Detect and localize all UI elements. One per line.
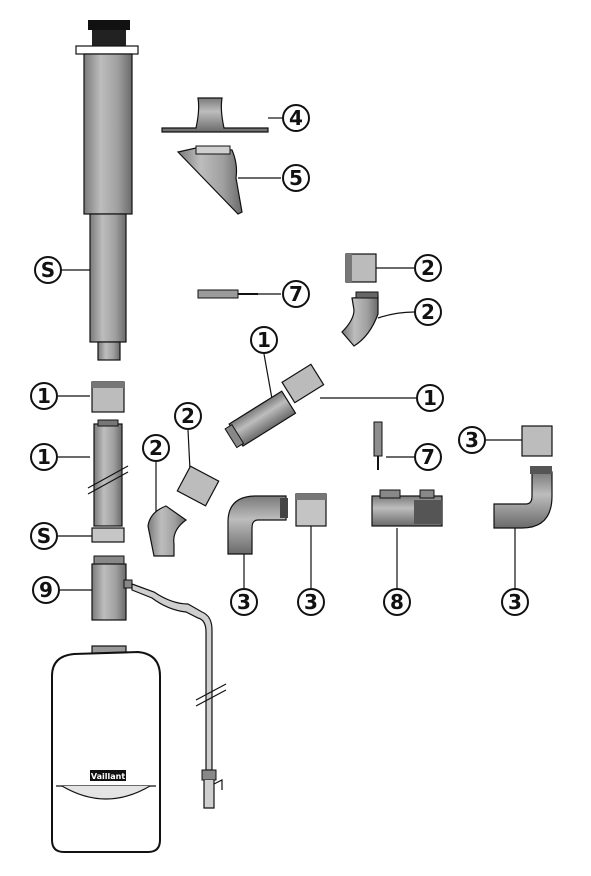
clamp-rod-top (197, 289, 258, 299)
callout-circle (282, 104, 310, 132)
callout-circle (458, 426, 486, 454)
boiler-casing (51, 650, 161, 853)
callout-label: 1 (423, 386, 437, 410)
extension-sleeve-3-right (521, 425, 553, 457)
callout-circle (414, 298, 442, 326)
callout-label: 3 (465, 428, 479, 452)
callout-circle (30, 522, 58, 550)
callout-label: 3 (508, 590, 522, 614)
callout-circle (414, 443, 442, 471)
brand-label: Vaillant (91, 772, 125, 781)
callout-label: 3 (237, 590, 251, 614)
extension-sleeve-1-short (91, 381, 125, 413)
callout-circle (34, 256, 62, 284)
terminal-outer-pipe (83, 53, 133, 215)
callout-circle (250, 326, 278, 354)
leader-line-2-elbow (377, 311, 415, 319)
callout-circle (32, 576, 60, 604)
callout-label: 4 (289, 106, 303, 130)
callout-c1b: 1 (416, 384, 444, 412)
elbow-45-top (341, 291, 379, 347)
callout-circle (297, 588, 325, 616)
callout-circle (142, 434, 170, 462)
leader-lines (58, 117, 522, 591)
callout-circle (416, 384, 444, 412)
extension-sleeve-2-mid (176, 465, 220, 507)
callout-c2c: 2 (142, 434, 170, 462)
elbow-45-mid (147, 505, 188, 557)
callout-circle (174, 402, 202, 430)
boiler-unit: Vaillant (51, 645, 161, 853)
callout-label: 3 (304, 590, 318, 614)
callout-label: 1 (257, 328, 271, 352)
callout-label: 2 (181, 404, 195, 428)
seal-ring-s (91, 527, 125, 543)
leader-line-2-sleeve (187, 429, 191, 471)
callout-cS1: S (34, 256, 62, 284)
roof-flashing-pitched (176, 145, 243, 215)
callout-label: 7 (289, 282, 303, 306)
callout-label: 9 (39, 578, 53, 602)
callout-label: 1 (37, 445, 51, 469)
extension-sleeve-2-top (345, 253, 377, 283)
angled-extension-1 (224, 363, 325, 449)
tee-piece-8 (371, 489, 443, 527)
callout-c3a: 3 (458, 426, 486, 454)
callout-c2b: 2 (414, 298, 442, 326)
callout-label: S (37, 524, 51, 548)
condensate-fitting (201, 769, 217, 781)
callout-label: 5 (289, 166, 303, 190)
callout-c7b: 7 (414, 443, 442, 471)
vertical-terminal (75, 20, 139, 361)
callout-label: 2 (421, 256, 435, 280)
callout-circle (414, 254, 442, 282)
terminal-inner-pipe (89, 213, 127, 343)
callout-circle (282, 164, 310, 192)
terminal-spigot (97, 341, 121, 361)
elbow-90-right (493, 466, 553, 529)
terminal-cap-top (88, 20, 130, 30)
callout-c7a: 7 (282, 280, 310, 308)
callout-c4: 4 (282, 104, 310, 132)
callout-label: 1 (37, 384, 51, 408)
inspection-sleeve-3 (295, 493, 327, 527)
Vaillant-logo (90, 770, 126, 781)
callout-c5: 5 (282, 164, 310, 192)
callout-c3c: 3 (297, 588, 325, 616)
callout-label: 8 (390, 590, 404, 614)
callout-c3d: 3 (501, 588, 529, 616)
callout-c1c: 1 (30, 382, 58, 410)
callout-c1d: 1 (30, 443, 58, 471)
callout-c2a: 2 (414, 254, 442, 282)
callout-c3b: 3 (230, 588, 258, 616)
callout-label: S (41, 258, 55, 282)
clamp-rod-bottom (373, 421, 383, 470)
callout-label: 7 (421, 445, 435, 469)
callout-label: 2 (149, 436, 163, 460)
callout-cS2: S (30, 522, 58, 550)
callout-circle (383, 588, 411, 616)
boiler-control-fascia (61, 785, 151, 800)
callout-circle (230, 588, 258, 616)
callout-c9: 9 (32, 576, 60, 604)
callout-circle (282, 280, 310, 308)
terminal-cap-body (92, 30, 126, 46)
callout-circle (501, 588, 529, 616)
elbow-90-mid (227, 495, 288, 555)
callout-circle (30, 443, 58, 471)
callout-circle (30, 382, 58, 410)
callout-c8: 8 (383, 588, 411, 616)
roof-flashing-flat (161, 97, 269, 133)
callout-label: 2 (421, 300, 435, 324)
callout-c1a: 1 (250, 326, 278, 354)
callout-c2d: 2 (174, 402, 202, 430)
terminal-collar (75, 45, 139, 55)
condensate-trap-9 (91, 555, 227, 809)
extension-pipe-1-long (87, 419, 129, 527)
